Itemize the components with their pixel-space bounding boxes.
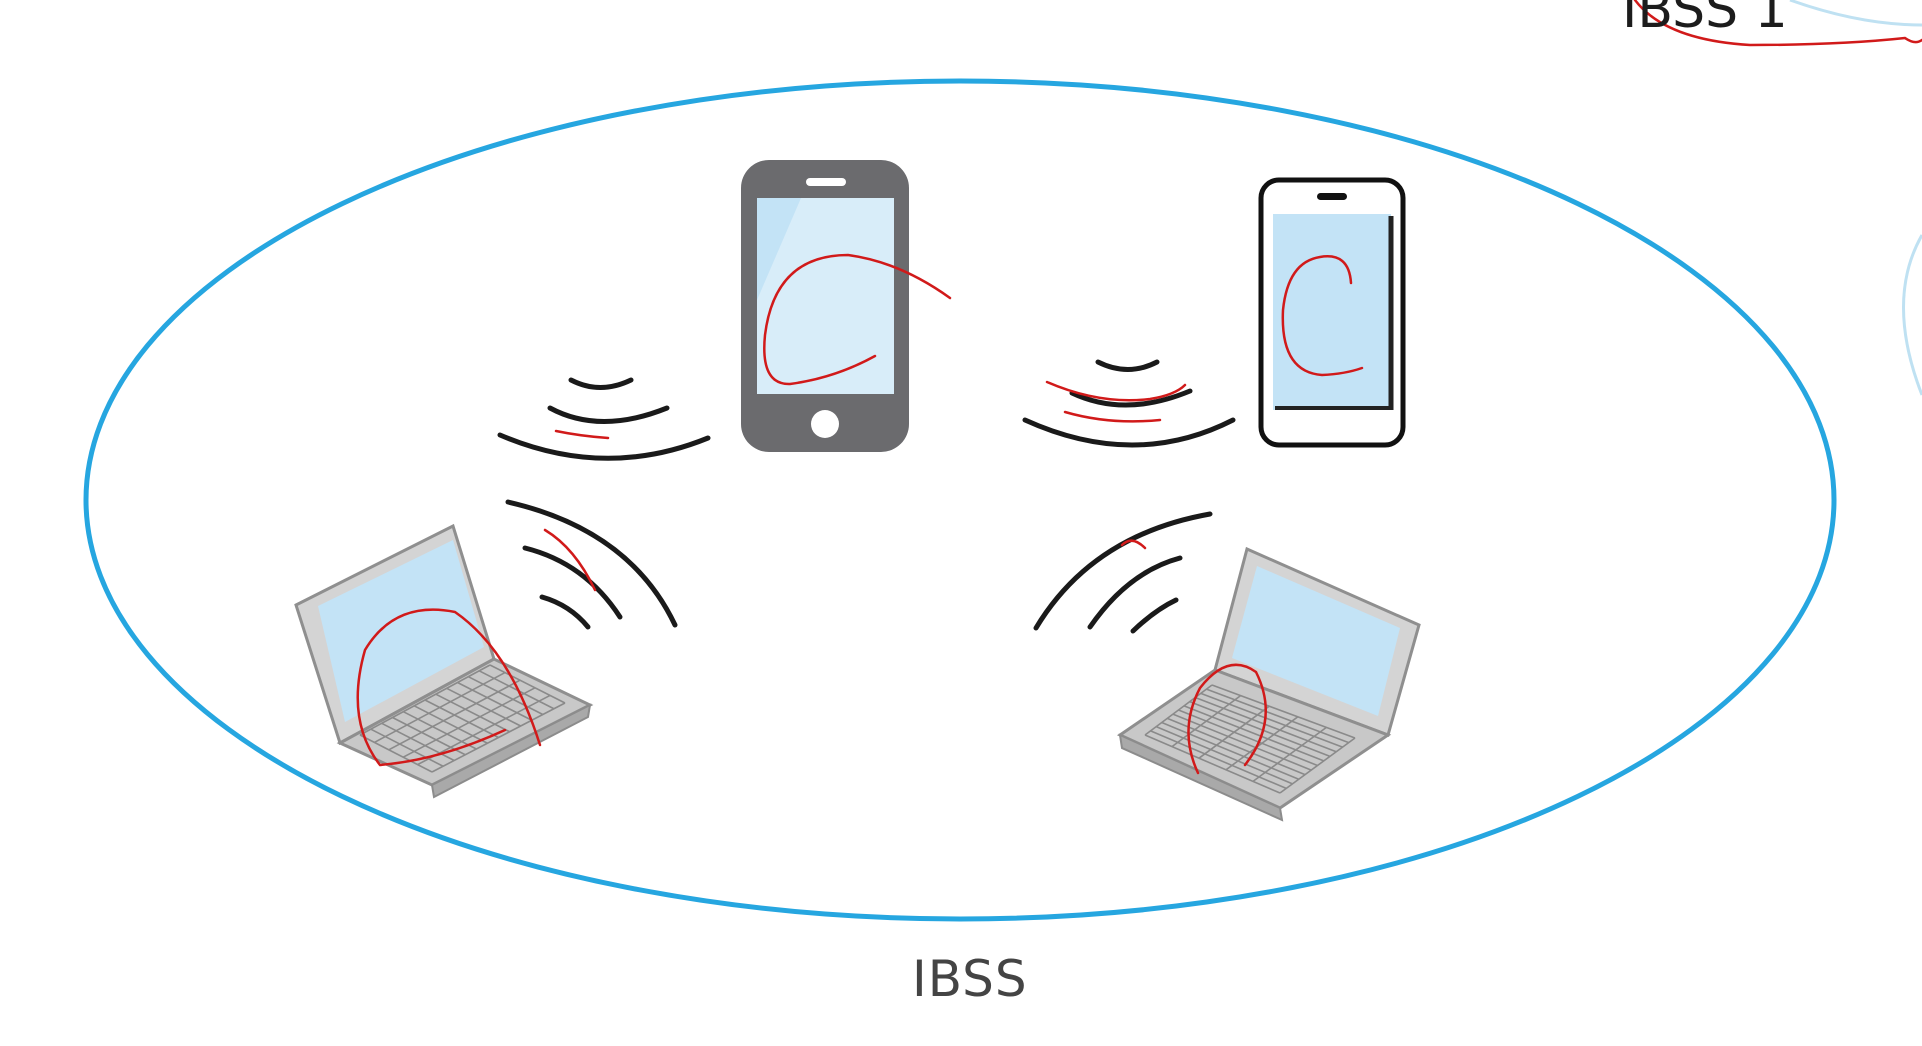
phone-screen: [1273, 214, 1391, 410]
phone-speaker: [1317, 193, 1347, 200]
left-laptop: [296, 526, 590, 797]
wifi-signal-waves-icon: [508, 502, 675, 627]
phone-home-button: [811, 410, 839, 438]
wifi-signal-waves-icon: [500, 380, 708, 458]
wifi-signal-waves-icon: [1025, 362, 1233, 445]
neighbor-ibss-boundary: [1790, 0, 1922, 25]
left-smartphone: [741, 160, 909, 452]
wifi-signal-waves-icon: [1036, 514, 1210, 631]
phone-speaker: [806, 178, 846, 186]
ibss-1-label: IBSS 1: [1622, 0, 1788, 40]
annotation-scribble: [1065, 412, 1160, 421]
right-laptop: [1120, 549, 1419, 820]
ibss-boundary: [86, 81, 1834, 919]
ibss-label: IBSS: [912, 950, 1028, 1008]
annotation-scribble: [556, 431, 608, 438]
neighbor-ibss-boundary-right: [1904, 235, 1922, 395]
